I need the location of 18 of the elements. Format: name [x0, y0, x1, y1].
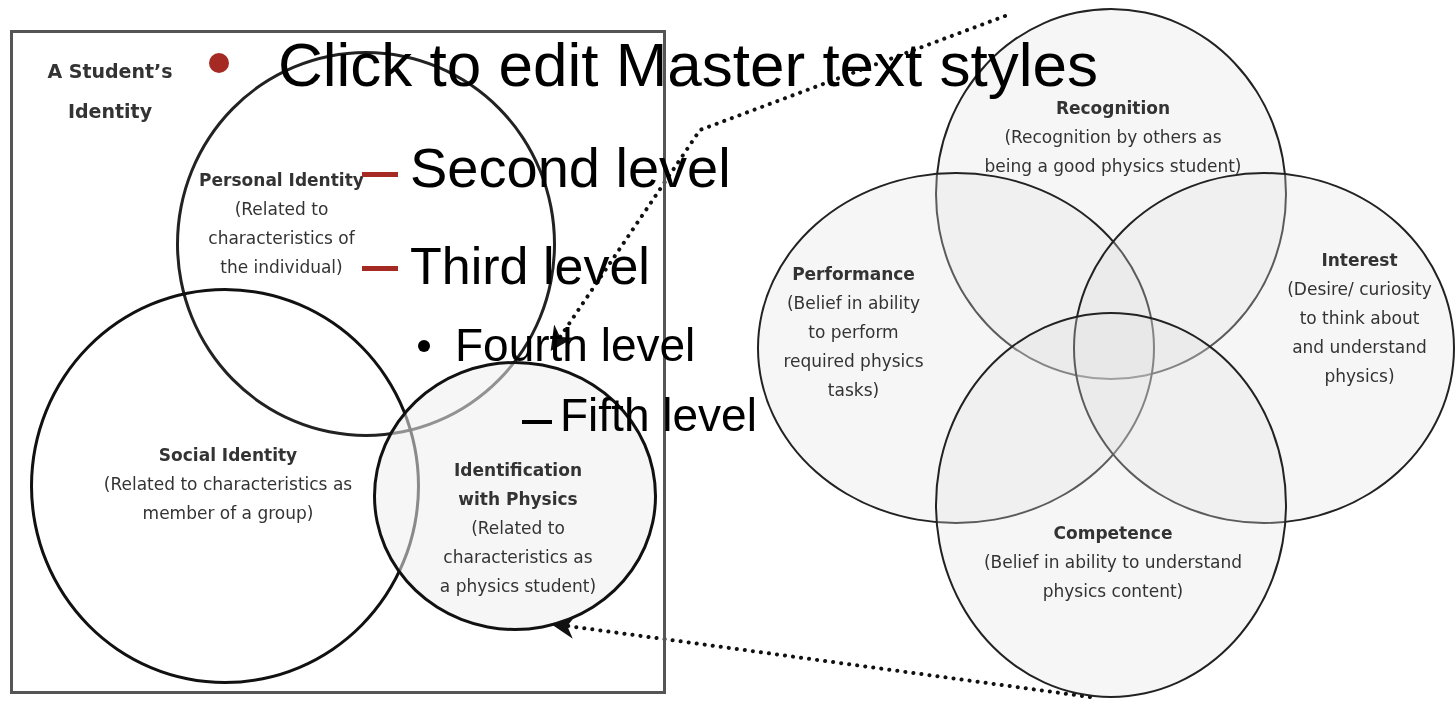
- circle-description: (Related to characteristics as member of a group): [102, 473, 354, 525]
- circle-description: (Related to characteristics of the individual): [207, 198, 356, 279]
- circle-title: Recognition: [1055, 98, 1172, 120]
- dotted-arrow: [550, 14, 1007, 351]
- circle-title: Performance: [791, 263, 916, 286]
- circle-title: Interest: [1320, 249, 1399, 272]
- heading: A Student’s Identity: [46, 59, 174, 124]
- dotted-arrow: [550, 615, 1092, 699]
- circle-title: Social Identity: [157, 444, 299, 467]
- circle-title: Identification with Physics: [453, 459, 583, 511]
- venn-circle: [30, 288, 420, 684]
- circle-title: Personal Identity: [198, 169, 365, 192]
- circle-description: (Belief in ability to understand physics content): [982, 551, 1244, 603]
- circle-description: (Belief in ability to perform required physics tasks): [782, 292, 925, 402]
- circle-title: Competence: [1052, 522, 1174, 545]
- circle-description: (Related to characteristics as a physics student): [438, 517, 598, 598]
- circle-description: (Desire/ curiosity to think about and understand physics): [1287, 278, 1432, 388]
- circle-description: (Recognition by others as being a good physics student): [983, 126, 1243, 178]
